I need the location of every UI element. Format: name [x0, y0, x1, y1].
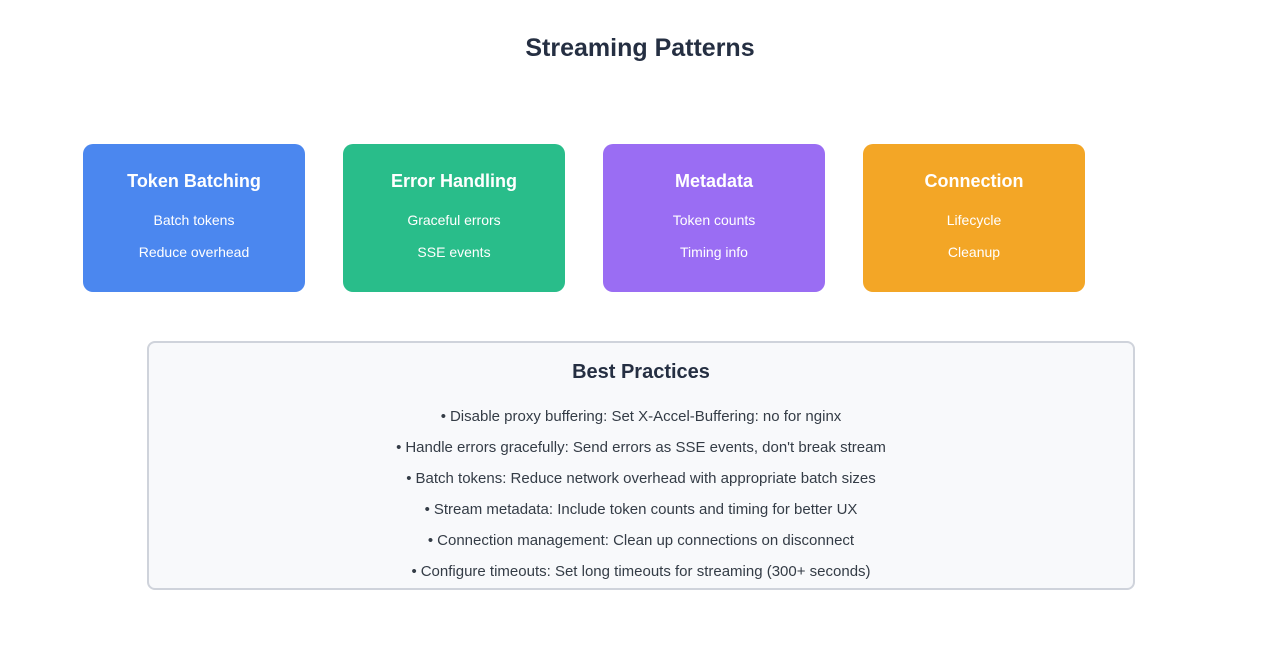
card-item: Lifecycle: [946, 212, 1002, 228]
best-practice-text: Disable proxy buffering: Set X-Accel-Buf…: [449, 408, 842, 425]
card-item: Token counts: [672, 212, 756, 228]
card-title: Connection: [924, 171, 1024, 191]
best-practice-item: •Handle errors gracefully: Send errors a…: [149, 432, 1133, 463]
card-error-handling: Error Handling Graceful errors SSE event…: [343, 144, 565, 292]
card-item: SSE events: [417, 244, 491, 260]
best-practice-text: Handle errors gracefully: Send errors as…: [405, 439, 886, 456]
best-practice-item: •Connection management: Clean up connect…: [149, 525, 1133, 556]
diagram-title: Streaming Patterns: [525, 34, 755, 62]
bullet-glyph: •: [411, 563, 417, 580]
bullet-glyph: •: [424, 501, 430, 518]
bullet-glyph: •: [427, 532, 434, 549]
best-practice-item: •Disable proxy buffering: Set X-Accel-Bu…: [149, 401, 1133, 432]
bullet-glyph: •: [396, 439, 402, 456]
card-item: Reduce overhead: [138, 244, 250, 260]
best-practice-text: Batch tokens: Reduce network overhead wi…: [415, 470, 876, 487]
card-token-batching: Token Batching Batch tokens Reduce overh…: [83, 144, 305, 292]
best-practice-text: Connection management: Clean up connecti…: [437, 532, 855, 549]
bullet-glyph: •: [406, 470, 412, 487]
card-title: Token Batching: [127, 171, 261, 191]
card-title: Error Handling: [390, 171, 517, 191]
card-title: Metadata: [674, 171, 754, 191]
card-item: Graceful errors: [407, 212, 501, 228]
pattern-cards-row: Token Batching Batch tokens Reduce overh…: [83, 144, 1085, 292]
best-practices-title: Best Practices: [572, 361, 710, 383]
card-metadata: Metadata Token counts Timing info: [603, 144, 825, 292]
bullet-glyph: •: [440, 408, 446, 425]
card-item: Timing info: [680, 244, 748, 260]
best-practices-panel: Best Practices •Disable proxy buffering:…: [147, 341, 1135, 590]
best-practice-item: •Stream metadata: Include token counts a…: [149, 494, 1133, 525]
best-practice-item: •Configure timeouts: Set long timeouts f…: [149, 556, 1133, 587]
card-item: Batch tokens: [153, 212, 235, 228]
best-practice-text: Stream metadata: Include token counts an…: [433, 501, 858, 518]
best-practice-item: •Batch tokens: Reduce network overhead w…: [149, 463, 1133, 494]
best-practice-text: Configure timeouts: Set long timeouts fo…: [420, 563, 871, 580]
best-practices-list: •Disable proxy buffering: Set X-Accel-Bu…: [149, 401, 1133, 587]
card-item: Cleanup: [947, 244, 1001, 260]
card-connection: Connection Lifecycle Cleanup: [863, 144, 1085, 292]
